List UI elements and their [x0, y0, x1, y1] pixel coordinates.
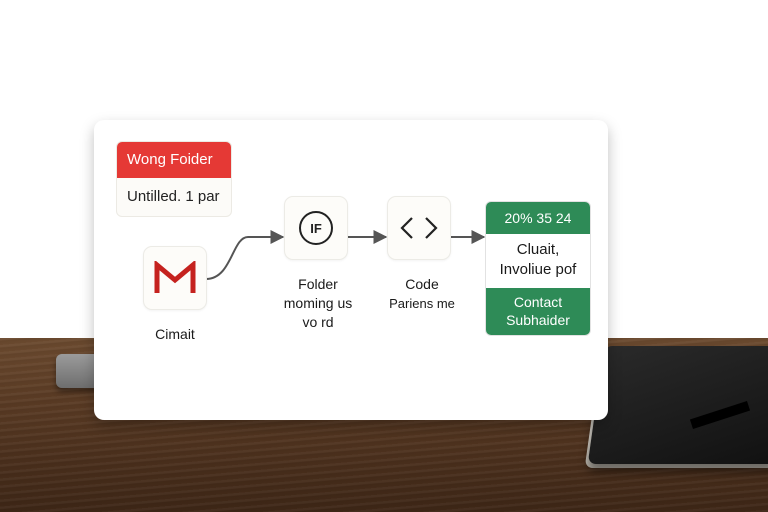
- if-node-label: Folder moming us vo rd: [268, 275, 368, 332]
- result-footer: Contact Subhaider: [486, 288, 590, 335]
- code-label-line-2: Pariens me: [372, 294, 472, 313]
- code-label-line-1: Code: [372, 275, 472, 294]
- folder-subtitle: Untilled. 1 par: [117, 178, 231, 216]
- result-body: Cluait, Involiue pof: [486, 234, 590, 288]
- folder-node[interactable]: Wong Foider Untilled. 1 par: [116, 141, 232, 217]
- code-node-label: Code Pariens me: [372, 275, 472, 313]
- gmail-icon: [153, 261, 197, 295]
- folder-title: Wong Foider: [117, 142, 231, 178]
- if-label-line-1: Folder: [268, 275, 368, 294]
- if-icon-text: IF: [310, 221, 322, 236]
- result-body-line-1: Cluait,: [486, 240, 590, 260]
- result-footer-line-2: Subhaider: [486, 311, 590, 329]
- if-label-line-3: vo rd: [268, 313, 368, 332]
- result-footer-line-1: Contact: [486, 293, 590, 311]
- if-condition-icon: IF: [299, 211, 333, 245]
- code-node[interactable]: [387, 196, 451, 260]
- if-node[interactable]: IF: [284, 196, 348, 260]
- result-node[interactable]: 20% 35 24 Cluait, Involiue pof Contact S…: [485, 201, 591, 336]
- gmail-node-label: Cimait: [134, 325, 216, 344]
- code-brackets-icon: [399, 214, 439, 242]
- if-label-line-2: moming us: [268, 294, 368, 313]
- result-body-line-2: Involiue pof: [486, 260, 590, 280]
- connector-gmail-to-if: [206, 237, 283, 279]
- result-header: 20% 35 24: [486, 202, 590, 234]
- gmail-node[interactable]: [143, 246, 207, 310]
